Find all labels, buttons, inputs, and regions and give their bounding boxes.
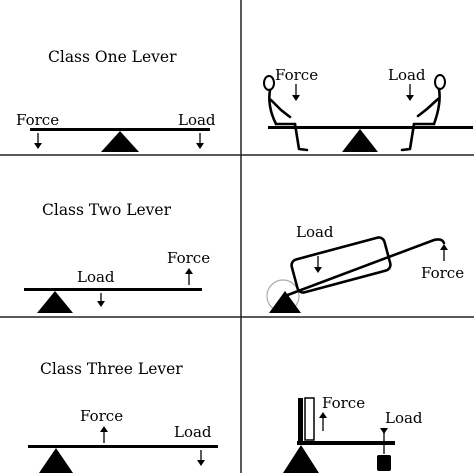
class-one-seesaw-illustration: Force Load [263, 66, 473, 152]
wheelbarrow-illustration: Load Force [266, 223, 464, 313]
arm-upper-post [298, 398, 303, 444]
class-three-load-arrow [197, 450, 205, 466]
wheelbarrow-handle [283, 238, 446, 298]
class-one-load-arrow [196, 133, 204, 149]
left-stick-figure [263, 75, 309, 152]
left-figure-torso [268, 88, 278, 126]
right-figure-shin [400, 122, 416, 152]
arm-forearm-bar [297, 441, 395, 445]
wheelbarrow-force-label: Force [421, 264, 464, 282]
right-figure-torso [432, 87, 441, 126]
class-one-title: Class One Lever [48, 48, 177, 66]
left-figure-shin [293, 122, 309, 152]
seesaw-load-label: Load [388, 66, 426, 84]
class-three-force-arrow [100, 426, 108, 443]
class-two-fulcrum [37, 291, 73, 313]
class-two-title: Class Two Lever [42, 201, 172, 219]
class-three-arm-illustration: Force Load [283, 394, 423, 473]
seesaw-load-arrow [406, 84, 414, 101]
class-three-diagram: Class Three Lever Force Load [28, 360, 218, 473]
class-one-force-arrow [34, 133, 42, 149]
wheelbarrow-load-label: Load [296, 223, 334, 241]
arm-load-label: Load [385, 409, 423, 427]
class-two-diagram: Class Two Lever Force Load [24, 201, 210, 313]
class-three-fulcrum [39, 448, 73, 473]
wheelbarrow-force-arrow [440, 244, 448, 261]
class-two-load-label: Load [77, 268, 115, 286]
left-figure-arm [269, 98, 292, 119]
class-two-force-label: Force [167, 249, 210, 267]
seesaw-force-label: Force [275, 66, 318, 84]
class-one-load-label: Load [178, 111, 216, 129]
class-three-lever-bar [28, 445, 218, 448]
seesaw-plank [268, 126, 473, 129]
wheelbarrow-tray [290, 236, 392, 294]
arm-force-arrow [319, 412, 327, 431]
seesaw-force-arrow [292, 84, 300, 101]
seesaw-fulcrum [342, 129, 378, 152]
class-one-fulcrum [101, 131, 139, 152]
class-one-force-label: Force [16, 111, 59, 129]
wheelbarrow-fulcrum [269, 291, 301, 313]
wheelbarrow-load-arrow [314, 256, 322, 273]
class-three-force-label: Force [80, 407, 123, 425]
class-three-title: Class Three Lever [40, 360, 183, 378]
class-two-lever-bar [24, 288, 202, 291]
arm-fulcrum [283, 445, 319, 473]
arm-muscle [304, 397, 315, 441]
class-two-load-arrow [97, 293, 105, 307]
left-figure-head [263, 75, 275, 91]
right-figure-arm [416, 97, 440, 118]
right-figure-head [434, 74, 446, 90]
class-one-lever-bar [30, 128, 210, 131]
hanging-weight [377, 455, 391, 471]
right-stick-figure [400, 74, 446, 152]
class-three-load-label: Load [174, 423, 212, 441]
class-one-diagram: Class One Lever Force Load [16, 48, 216, 152]
arm-load-arrow-head [380, 428, 388, 434]
arm-force-label: Force [322, 394, 365, 412]
class-two-force-arrow [185, 268, 193, 285]
